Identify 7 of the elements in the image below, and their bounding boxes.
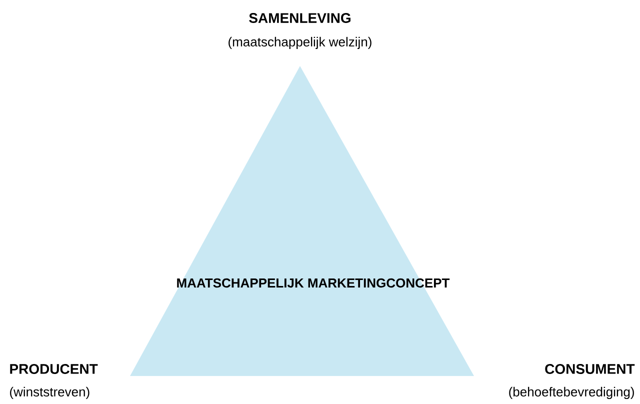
- subtitle: (winststreven): [10, 386, 90, 400]
- heading: PRODUCENT: [10, 364, 98, 374]
- subtitle: (behoeftebevrediging): [509, 386, 634, 400]
- subtitle: (maatschappelijk welzijn): [228, 36, 372, 50]
- heading: CONSUMENT: [545, 364, 635, 374]
- triangle: MAATSCHAPPELIJK MARKETINGCONCEPT: [130, 66, 474, 376]
- heading: SAMENLEVING: [249, 13, 350, 23]
